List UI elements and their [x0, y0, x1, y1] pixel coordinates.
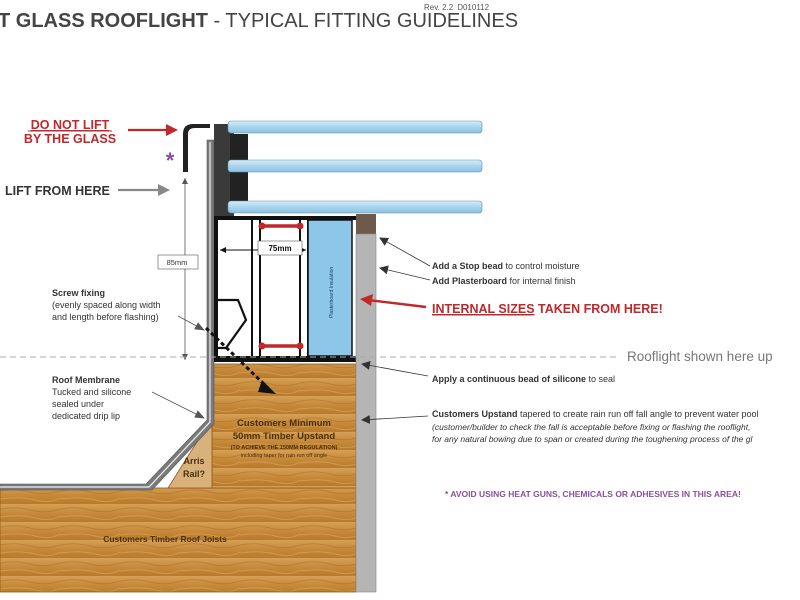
customer-upstand-pointer — [361, 415, 429, 425]
silicone-pointer — [361, 361, 429, 377]
thermal-break-left — [251, 217, 261, 361]
membrane-highlight — [0, 142, 211, 488]
frame-top-inner — [230, 134, 248, 212]
dim-85-label: 85mm — [167, 258, 188, 267]
header-title: T GLASS ROOFLIGHT - TYPICAL FITTING GUID… — [0, 10, 518, 32]
upstand-label-2: 50mm Timber Upstand — [233, 431, 335, 442]
do-not-lift-label-2: BY THE GLASS — [24, 132, 116, 146]
stop-bead-label: Add a Stop bead to control moisture — [432, 261, 580, 271]
customer-upstand-label-3: for any natural bowing due to span or cr… — [432, 434, 753, 444]
upstand-label-1: Customers Minimum — [237, 418, 331, 429]
dim-75-label: 75mm — [268, 244, 291, 253]
roof-joists — [0, 487, 357, 593]
spacer-bottom-end-right — [296, 342, 304, 350]
dim-75-box — [257, 240, 303, 256]
upstand-label-4: including taper for rain run off angle — [241, 453, 327, 459]
screw-fixing-arrow — [204, 326, 270, 390]
stop-bead-pointer — [379, 237, 431, 267]
frame-top-bar — [214, 124, 234, 216]
avoid-warning-label: * AVOID USING HEAT GUNS, CHEMICALS OR AD… — [445, 489, 741, 499]
arris-label-2: Rail? — [183, 469, 205, 479]
timber-upstand — [211, 363, 357, 489]
plasterboard-vertical-label: Plasterboard Insulation — [329, 267, 335, 318]
screw-fixing-arrowhead — [258, 380, 276, 394]
asterisk-mark: * — [166, 148, 175, 173]
spacer-bottom-end-left — [258, 342, 266, 350]
drip-lip — [183, 124, 210, 172]
membrane-line-2: sealed under — [52, 399, 104, 409]
plasterboard-pointer — [379, 265, 431, 281]
lift-from-here-label: LIFT FROM HERE — [5, 184, 110, 198]
arris-label-1: Arris — [183, 456, 204, 466]
glass-pane-bottom — [227, 200, 483, 214]
screw-fixing-title: Screw fixing — [52, 288, 105, 298]
customer-upstand-label-2: (customer/builder to check the fall is a… — [432, 422, 750, 432]
membrane-pointer — [151, 391, 205, 419]
membrane-line-3: dedicated drip lip — [52, 411, 120, 421]
frame-kink — [218, 298, 248, 350]
rooflight-shown-label: Rooflight shown here up — [627, 349, 773, 364]
frame-base — [214, 356, 356, 362]
spacer-top-end-right — [296, 222, 304, 230]
joists-label: Customers Timber Roof Joists — [103, 534, 227, 544]
glass-pane-top — [227, 120, 483, 134]
customer-upstand-label-1: Customers Upstand tapered to create rain… — [432, 409, 759, 419]
dim-85-box — [157, 254, 199, 270]
glass-pane-middle — [227, 159, 483, 173]
membrane-line-1: Tucked and silicone — [52, 387, 131, 397]
upstand-label-3: (TO ACHIEVE THE 150MM REGULATION) — [231, 445, 338, 451]
internal-sizes-label: INTERNAL SIZES TAKEN FROM HERE! — [432, 302, 663, 316]
spacer-top-end-left — [258, 222, 266, 230]
thermal-break-right — [299, 217, 309, 361]
stop-bead — [356, 214, 376, 234]
plasterboard-insulation — [307, 219, 353, 357]
plaster-wall — [355, 233, 377, 593]
plasterboard-label: Add Plasterboard for internal finish — [432, 276, 576, 286]
screw-fixing-line-1: (evenly spaced along width — [52, 300, 161, 310]
silicone-label: Apply a continuous bead of silicone to s… — [432, 374, 615, 384]
membrane-title: Roof Membrane — [52, 375, 120, 385]
do-not-lift-label-1: DO NOT LIFT — [31, 118, 110, 132]
screw-fixing-line-2: and length before flashing) — [52, 312, 159, 322]
internal-sizes-arrow — [367, 298, 427, 309]
screw-fixing-pointer — [177, 315, 205, 331]
